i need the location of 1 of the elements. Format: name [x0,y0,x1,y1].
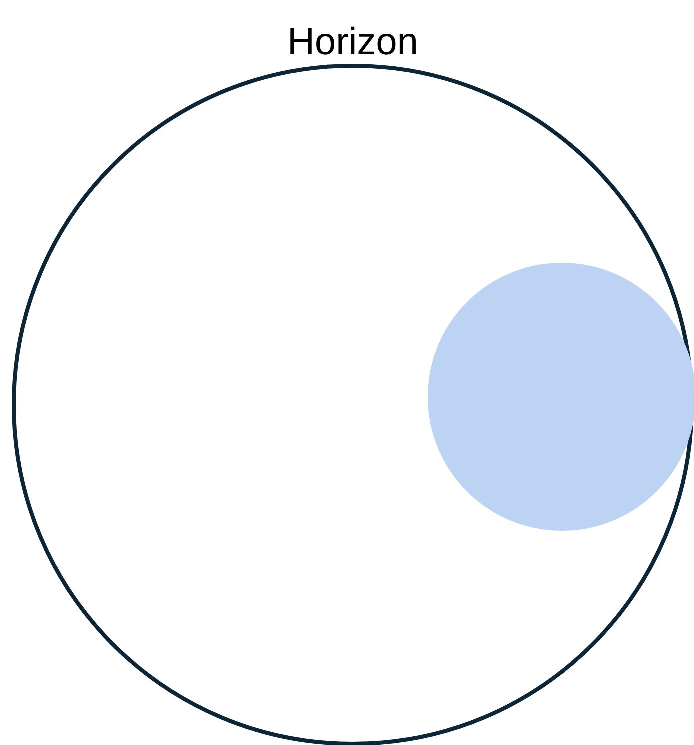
title: Horizon [290,26,416,55]
